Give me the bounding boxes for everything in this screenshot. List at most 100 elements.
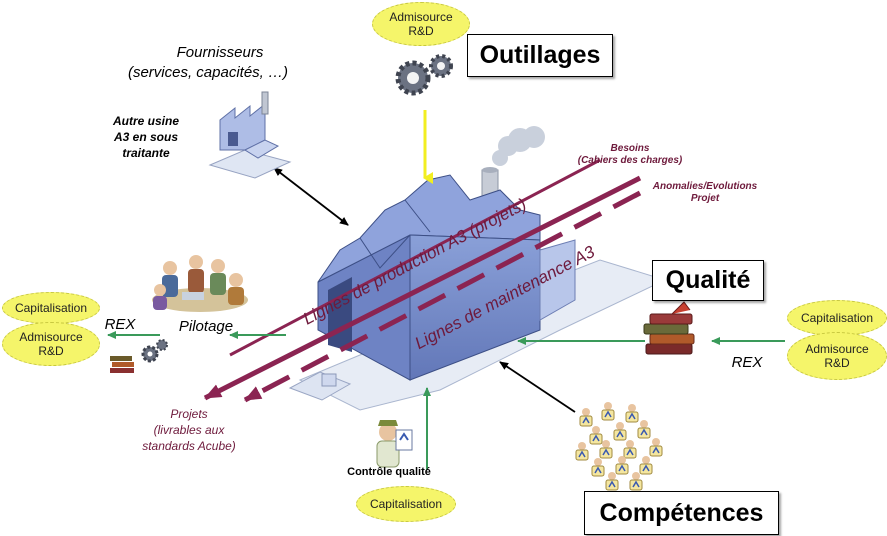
person-head [652, 438, 660, 446]
fournisseurs-arrow [273, 167, 349, 226]
besoins-line [229, 158, 601, 357]
books-small-icon [110, 356, 134, 373]
person-head [632, 472, 640, 480]
person-body [649, 445, 663, 457]
person-head [628, 404, 636, 412]
outillages-box: Outillages [467, 34, 613, 77]
person-logo [618, 464, 626, 472]
person-logo [592, 434, 600, 442]
person-logo [582, 416, 590, 424]
person-body [639, 463, 653, 475]
inspector-icon [376, 420, 413, 468]
fournisseurs-title: Fournisseurs [176, 44, 264, 61]
autre-usine-line: Autre usine [112, 114, 179, 128]
besoins-label: Besoins (Cahiers des charges) [560, 143, 700, 167]
oval-line: Admisource [389, 10, 453, 24]
person-logo [626, 448, 634, 456]
anomalies-label: Anomalies/Evolutions Projet [635, 181, 775, 205]
autre-usine-label: Autre usine A3 en sous traitante [96, 113, 196, 161]
maintenance-line-arrow [243, 190, 642, 403]
person-head [592, 426, 600, 434]
meeting-people-icon [152, 255, 248, 312]
person-body [625, 411, 639, 423]
oval-line: Capitalisation [800, 311, 874, 325]
oval-line: R&D [824, 356, 850, 370]
competences-arrow [499, 361, 576, 413]
person-logo [608, 480, 616, 488]
projets-line: Projets [170, 407, 208, 421]
person-body [615, 463, 629, 475]
person-body [629, 479, 643, 491]
person-head [616, 422, 624, 430]
oval-capitalisation-right: Capitalisation [787, 300, 887, 336]
qualite-box: Qualité [652, 260, 764, 301]
person-body [637, 427, 651, 439]
person-body [589, 433, 603, 445]
oval-admisource-right: Admisource R&D [787, 332, 887, 380]
projets-label: Projets (livrables aux standards Acube) [124, 406, 254, 454]
person-logo [594, 466, 602, 474]
autre-usine-line: A3 en sous [113, 130, 179, 144]
pilotage-label: Pilotage [178, 318, 234, 335]
competences-box: Compétences [584, 491, 779, 535]
person-head [618, 456, 626, 464]
person-logo [578, 450, 586, 458]
production-line-arrow [203, 175, 642, 401]
person-head [582, 408, 590, 416]
oval-line: Admisource [19, 330, 83, 344]
gears-icon [395, 54, 453, 96]
oval-line: Capitalisation [369, 497, 443, 511]
oval-admisource-left: Admisource R&D [2, 322, 100, 366]
person-head [626, 440, 634, 448]
person-body [623, 447, 637, 459]
person-logo [632, 480, 640, 488]
person-head [642, 456, 650, 464]
person-head [608, 472, 616, 480]
oval-line: R&D [408, 24, 434, 38]
person-logo [628, 412, 636, 420]
person-head [594, 458, 602, 466]
person-logo [602, 448, 610, 456]
oval-capitalisation-left: Capitalisation [2, 292, 100, 324]
anomalies-line: Anomalies/Evolutions [652, 181, 758, 192]
person-body [601, 409, 615, 421]
oval-capitalisation-bottom: Capitalisation [356, 486, 456, 522]
oval-line: Admisource [805, 342, 869, 356]
factory-small-icon [208, 91, 292, 179]
projets-line: standards Acube) [142, 439, 236, 453]
person-body [575, 449, 589, 461]
person-body [579, 415, 593, 427]
factory-main-icon [288, 167, 667, 411]
rex-left-label: REX [104, 316, 136, 333]
person-body [605, 479, 619, 491]
besoins-line: (Cahiers des charges) [577, 155, 683, 166]
person-body [599, 447, 613, 459]
person-logo [640, 428, 648, 436]
person-head [578, 442, 586, 450]
fournisseurs-subtitle: (services, capacités, …) [127, 64, 289, 81]
oval-admisource-top: Admisource R&D [372, 2, 470, 46]
autre-usine-line: traitante [122, 146, 170, 160]
gears-small-icon [141, 339, 168, 363]
person-logo [604, 410, 612, 418]
person-logo [652, 446, 660, 454]
person-logo [642, 464, 650, 472]
person-head [604, 402, 612, 410]
person-head [640, 420, 648, 428]
oval-line: R&D [38, 344, 64, 358]
person-logo [616, 430, 624, 438]
anomalies-line: Projet [690, 193, 720, 204]
projets-line: (livrables aux [153, 423, 225, 437]
rex-right-label: REX [731, 354, 763, 371]
people-network-icon [575, 402, 663, 491]
books-icon [643, 301, 695, 355]
person-body [613, 429, 627, 441]
controle-qualite-label: Contrôle qualité [347, 466, 431, 478]
person-head [602, 440, 610, 448]
chimney-smoke-icon [492, 126, 545, 166]
person-body [591, 465, 605, 477]
besoins-line: Besoins [610, 143, 650, 154]
oval-line: Capitalisation [14, 301, 88, 315]
